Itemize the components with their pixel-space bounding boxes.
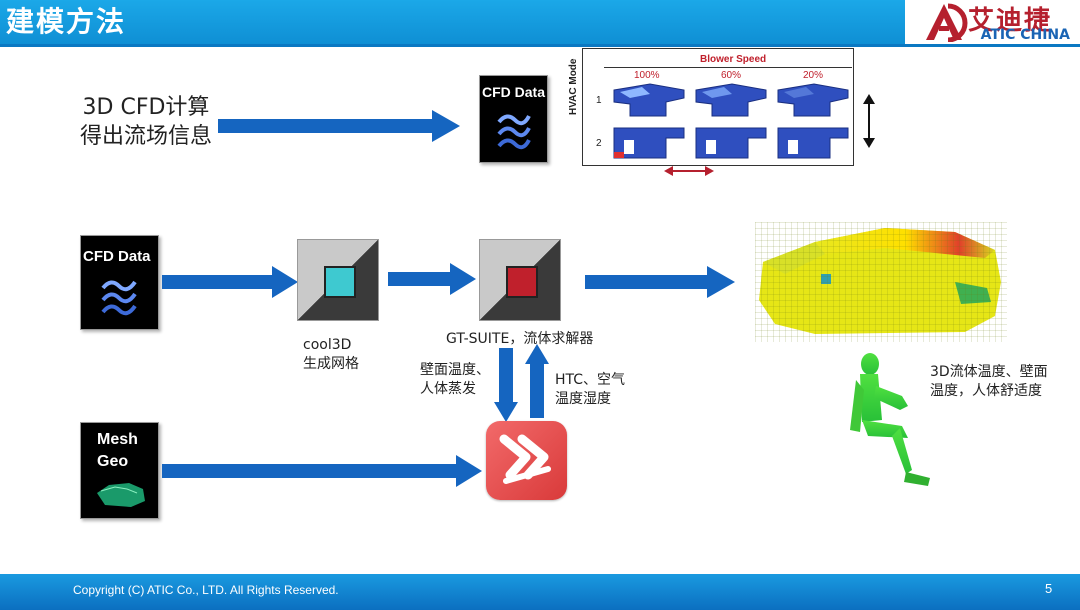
hvac-row-2: 2 xyxy=(596,138,602,149)
cfd-calc-text: 3D CFD计算 得出流场信息 xyxy=(80,93,212,151)
gt-inner-square xyxy=(506,266,538,298)
wave-logo-icon xyxy=(497,114,531,150)
middle-cfd-data-card: CFD Data xyxy=(80,235,159,330)
sim-cell-1-1 xyxy=(613,83,685,117)
car-cfd-model xyxy=(755,222,1007,342)
footer-copyright: Copyright (C) ATIC Co., LTD. All Rights … xyxy=(73,583,339,597)
app-logo-glyph-icon xyxy=(499,434,551,484)
cfd-calc-line1: 3D CFD计算 xyxy=(82,95,210,120)
footer-band xyxy=(0,574,1080,610)
result-label-line1: 3D流体温度、壁面 xyxy=(930,364,1048,380)
up-label-line1: HTC、空气 xyxy=(555,372,626,388)
horizontal-double-arrow-icon xyxy=(664,166,714,176)
mesh-title-line2: Geo xyxy=(97,453,129,470)
down-label-line1: 壁面温度、 xyxy=(420,362,490,378)
arrow-cool3d-to-gt-head-icon xyxy=(450,263,476,295)
mesh-geo-thumbnail xyxy=(97,483,145,507)
sim-cell-2-1 xyxy=(613,127,685,159)
up-arrow-label: HTC、空气 温度湿度 xyxy=(555,371,625,409)
hvac-mode-label: HVAC Mode xyxy=(568,58,579,115)
hvac-row-1: 1 xyxy=(596,95,602,106)
wave-logo-icon xyxy=(101,280,137,316)
human-thermal-model xyxy=(850,353,930,486)
top-cfd-card-title: CFD Data xyxy=(482,84,546,100)
page-number: 5 xyxy=(1045,581,1053,596)
header-band xyxy=(0,0,1080,44)
blower-speed-table xyxy=(582,48,854,166)
logo-brand-en: ATIC CHINA xyxy=(980,27,1070,43)
arrow-cfd-to-cool3d-shaft xyxy=(162,275,274,289)
top-arrow-shaft xyxy=(218,119,434,133)
header-divider xyxy=(0,44,1080,47)
gt-suite-label: GT-SUITE，流体求解器 xyxy=(446,331,594,347)
logo-brand-cn: 艾迪捷 xyxy=(967,6,1052,36)
cool3d-label-line2: 生成网格 xyxy=(303,356,359,372)
top-arrow-head-icon xyxy=(432,110,460,142)
result-label-line2: 温度，人体舒适度 xyxy=(930,383,1042,399)
arrow-mesh-to-app-shaft xyxy=(162,464,458,478)
cool3d-square xyxy=(297,239,379,321)
page-title: 建模方法 xyxy=(6,5,127,38)
mesh-geo-card: Mesh Geo xyxy=(80,422,159,519)
mesh-title-line1: Mesh xyxy=(97,431,138,448)
atic-logo-icon xyxy=(926,3,968,42)
sim-cell-2-2 xyxy=(695,127,767,159)
sim-cell-2-3 xyxy=(777,127,849,159)
arrow-gt-to-car-shaft xyxy=(585,275,709,289)
arrow-cfd-to-cool3d-head-icon xyxy=(272,266,298,298)
up-label-line2: 温度湿度 xyxy=(555,391,611,407)
blower-speed-60: 60% xyxy=(721,70,742,81)
cool3d-label: cool3D 生成网格 xyxy=(303,336,359,374)
gt-suite-square xyxy=(479,239,561,321)
top-cfd-data-card: CFD Data xyxy=(479,75,548,163)
blower-title: Blower Speed xyxy=(700,54,767,65)
middle-cfd-card-title: CFD Data xyxy=(83,248,151,265)
cfd-calc-line2: 得出流场信息 xyxy=(80,124,213,149)
hvac-mode2-simulations xyxy=(613,127,849,159)
mesh-geo-title: Mesh Geo xyxy=(97,429,138,473)
blower-header-line xyxy=(604,67,852,68)
arrow-gt-to-car-head-icon xyxy=(707,266,735,298)
solver-app-icon xyxy=(486,421,567,500)
sim-cell-1-3 xyxy=(777,83,849,117)
arrow-up-from-app-icon xyxy=(525,344,549,418)
cool3d-inner-square xyxy=(324,266,356,298)
down-arrow-label: 壁面温度、 人体蒸发 xyxy=(420,361,490,399)
blower-speed-100: 100% xyxy=(634,70,660,81)
down-label-line2: 人体蒸发 xyxy=(420,381,476,397)
hvac-mode1-simulations xyxy=(613,83,849,117)
vertical-double-arrow-icon xyxy=(863,94,875,148)
cool3d-label-line1: cool3D xyxy=(303,337,352,353)
arrow-mesh-to-app-head-icon xyxy=(456,455,482,487)
blower-speed-20: 20% xyxy=(803,70,824,81)
arrow-down-to-app-icon xyxy=(494,348,518,422)
result-label: 3D流体温度、壁面 温度，人体舒适度 xyxy=(930,363,1048,401)
arrow-cool3d-to-gt-shaft xyxy=(388,272,452,286)
sim-cell-1-2 xyxy=(695,83,767,117)
